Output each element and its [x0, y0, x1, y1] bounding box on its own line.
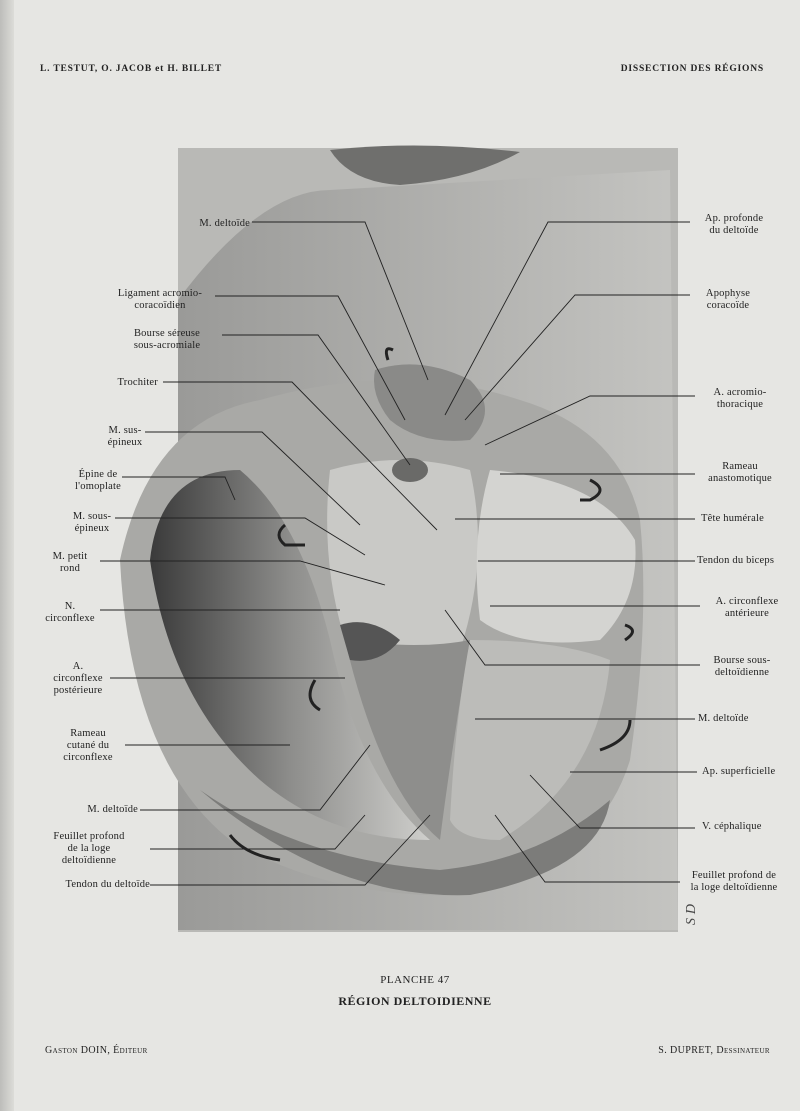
label-rameau-anastomotique: Rameau anastomotique: [708, 461, 772, 484]
header-section: DISSECTION DES RÉGIONS: [620, 64, 764, 74]
label-trochiter: Trochiter: [117, 377, 158, 388]
leader-lines: [100, 221, 700, 886]
label-ligament-acromio-coracoidien: Ligament acromio- coracoïdien: [117, 288, 203, 311]
label-bourse-sous-deltoidienne: Bourse sous- deltoïdienne: [713, 655, 771, 678]
label-m-petit-rond: M. petit rond: [52, 551, 88, 574]
artist-signature: S D: [684, 903, 699, 925]
label-m-sus-epineux: M. sus- épineux: [107, 425, 143, 448]
label-a-acromio-thoracique: A. acromio- thoracique: [713, 387, 767, 410]
label-tendon-biceps: Tendon du biceps: [697, 555, 775, 566]
label-feuillet-profond-right: Feuillet profond de la loge deltoïdienne: [690, 870, 778, 893]
label-feuillet-profond-left: Feuillet profond de la loge deltoïdienne: [53, 831, 125, 866]
label-tete-humerale: Tête humérale: [701, 513, 764, 524]
label-apophyse-coracoide: Apophyse coracoïde: [705, 288, 751, 311]
footer-publisher: Gaston DOIN, Éditeur: [45, 1045, 148, 1056]
label-a-circonflexe-anterieure: A. circonflexe antérieure: [715, 596, 779, 619]
label-n-circonflexe: N. circonflexe: [45, 601, 95, 624]
label-m-sous-epineux: M. sous- épineux: [72, 511, 112, 534]
label-m-deltoide-top: M. deltoïde: [199, 218, 250, 229]
page-edge: [0, 0, 14, 1111]
label-tendon-deltoide: Tendon du deltoïde: [65, 879, 150, 890]
footer-artist: S. DUPRET, Dessinateur: [658, 1045, 770, 1056]
dissected-deltoid-flaps: [150, 364, 636, 896]
label-v-cephalique: V. céphalique: [702, 821, 762, 832]
label-m-deltoide-right: M. deltoïde: [698, 713, 749, 724]
header-authors: L. TESTUT, O. JACOB et H. BILLET: [40, 64, 223, 74]
plate-number: PLANCHE 47: [380, 974, 450, 986]
label-rameau-cutane-circonflexe: Rameau cutané du circonflexe: [63, 728, 113, 763]
label-a-circonflexe-posterieure: A. circonflexe postérieure: [53, 661, 103, 696]
label-bourse-sereuse-sous-acromiale: Bourse séreuse sous-acromiale: [133, 328, 201, 351]
plate-title: RÉGION DELTOIDIENNE: [338, 994, 492, 1008]
label-m-deltoide-bottom: M. deltoïde: [87, 804, 138, 815]
label-ap-superficielle: Ap. superficielle: [702, 766, 776, 777]
label-ap-profonde-deltoide: Ap. profonde du deltoïde: [704, 213, 764, 236]
label-epine-omoplate: Épine de l'omoplate: [75, 469, 121, 492]
retractor-hooks: [228, 347, 634, 862]
